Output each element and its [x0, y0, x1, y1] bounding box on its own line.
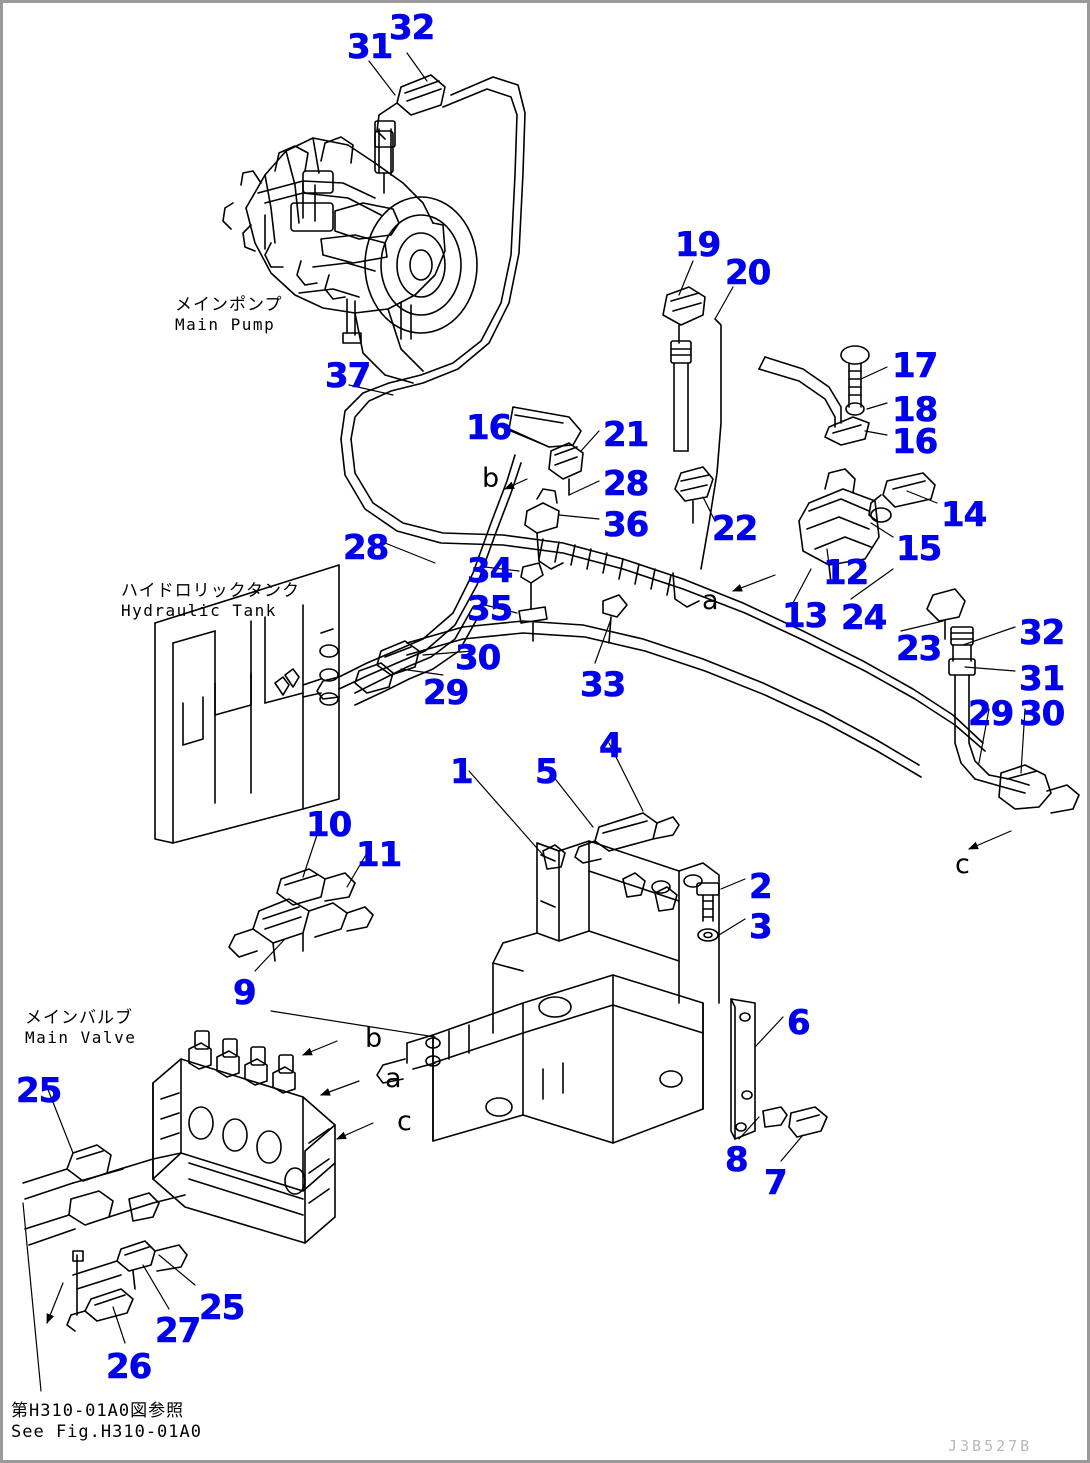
callout-27: 27 — [155, 1311, 202, 1351]
callout-2: 2 — [749, 867, 773, 907]
callout-29: 29 — [968, 694, 1015, 734]
section-mark-b-valve: b — [365, 1023, 383, 1054]
callout-16: 16 — [892, 422, 939, 462]
label-hydraulic-tank-en: Hydraulic Tank — [121, 601, 277, 620]
riser-29-32 — [948, 626, 1080, 814]
plate-6-bolt-7-8 — [730, 998, 828, 1140]
callout-10: 10 — [306, 805, 353, 845]
bolt-group-17-18-16 — [758, 345, 870, 446]
callout-31: 31 — [1019, 659, 1066, 699]
callout-11: 11 — [356, 835, 403, 875]
callout-5: 5 — [535, 752, 559, 792]
leader-lines — [22, 52, 1026, 1392]
clamp-group-9-10-11 — [228, 868, 374, 962]
reference-footnote: 第H310-01A0図参照 See Fig.H310-01A0 — [11, 1401, 202, 1443]
callout-9: 9 — [233, 973, 257, 1013]
callout-6: 6 — [787, 1003, 811, 1043]
hydraulic-tank-drawing — [154, 564, 340, 844]
section-arrows — [46, 478, 1012, 1324]
tank-hoses — [302, 454, 522, 706]
callout-18: 18 — [892, 390, 939, 430]
callout-7: 7 — [764, 1163, 788, 1203]
bolt-2-washer-3 — [696, 882, 720, 942]
label-main-valve-jp: メインバルブ — [25, 1008, 133, 1028]
callout-17: 17 — [892, 346, 939, 386]
callout-15: 15 — [896, 529, 943, 569]
main-valve-drawing — [152, 1030, 336, 1244]
callout-20: 20 — [725, 253, 772, 293]
callout-28: 28 — [603, 464, 650, 504]
label-main-pump-en: Main Pump — [175, 315, 276, 334]
hose-19-20 — [662, 286, 722, 570]
callout-32: 32 — [389, 8, 436, 48]
diagram-artwork — [22, 52, 1080, 1392]
callout-25: 25 — [199, 1288, 246, 1328]
section-mark-c-valve: c — [397, 1106, 412, 1137]
callout-14: 14 — [941, 495, 988, 535]
callout-35: 35 — [467, 589, 514, 629]
callout-34: 34 — [467, 551, 514, 591]
hose-37 — [340, 74, 526, 440]
callout-30: 30 — [1019, 694, 1066, 734]
callout-4: 4 — [599, 726, 623, 766]
callout-37: 37 — [325, 356, 372, 396]
callout-3: 3 — [749, 907, 773, 947]
callout-24: 24 — [841, 598, 888, 638]
callout-36: 36 — [603, 505, 650, 545]
callout-29: 29 — [423, 673, 470, 713]
pipes-25-26-27 — [22, 1144, 188, 1332]
section-mark-a-upper: a — [702, 585, 719, 616]
callout-25: 25 — [16, 1071, 63, 1111]
reference-footnote-en: See Fig.H310-01A0 — [11, 1422, 202, 1442]
callout-1: 1 — [450, 752, 474, 792]
callout-23: 23 — [896, 629, 943, 669]
callout-22: 22 — [712, 509, 759, 549]
callout-13: 13 — [782, 596, 829, 636]
callout-28: 28 — [343, 528, 390, 568]
callout-32: 32 — [1019, 613, 1066, 653]
valve-block-12 — [798, 468, 966, 640]
drawing-number: J3B527B — [948, 1437, 1033, 1455]
bolt-4-5 — [574, 812, 680, 864]
tube-clamps — [508, 406, 714, 644]
reference-footnote-jp: 第H310-01A0図参照 — [11, 1401, 185, 1421]
section-mark-c-right: c — [955, 849, 970, 880]
label-main-valve-en: Main Valve — [25, 1028, 137, 1047]
label-hydraulic-tank: ハイドロリックタンク Hydraulic Tank — [121, 581, 300, 621]
callout-30: 30 — [455, 638, 502, 678]
section-mark-a-valve: a — [385, 1063, 402, 1094]
callout-19: 19 — [675, 225, 722, 265]
callout-31: 31 — [347, 27, 394, 67]
label-main-valve: メインバルブ Main Valve — [25, 1008, 136, 1048]
label-main-pump: メインポンプ Main Pump — [175, 295, 283, 335]
callout-16: 16 — [466, 408, 513, 448]
main-pump-drawing — [222, 120, 478, 384]
callout-8: 8 — [725, 1140, 749, 1180]
callout-12: 12 — [823, 553, 870, 593]
main-tube-assembly — [340, 438, 986, 778]
frame-assembly — [376, 840, 720, 1144]
section-mark-b-upper: b — [482, 463, 500, 494]
callout-26: 26 — [106, 1347, 153, 1387]
callout-33: 33 — [580, 665, 627, 705]
label-hydraulic-tank-jp: ハイドロリックタンク — [121, 581, 300, 601]
label-main-pump-jp: メインポンプ — [175, 295, 283, 315]
callout-21: 21 — [603, 415, 650, 455]
